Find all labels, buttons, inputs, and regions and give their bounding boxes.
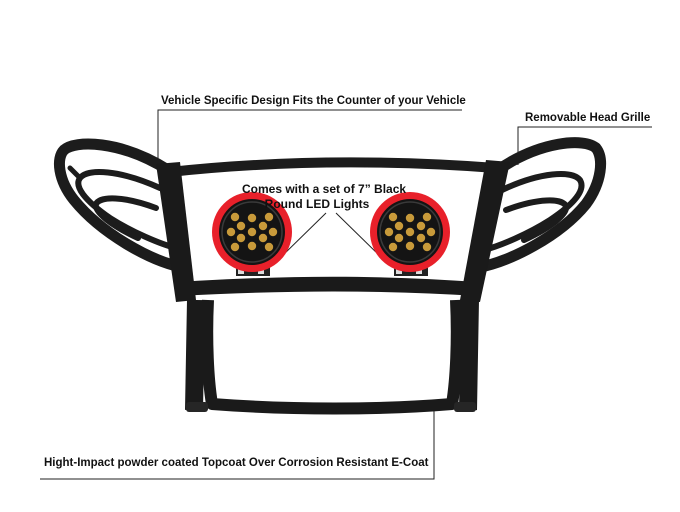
- led-chip: [264, 212, 274, 222]
- led-chips: [226, 212, 436, 252]
- led-chip: [388, 242, 398, 252]
- callout-led-lights-line1: Comes with a set of 7” Black: [242, 182, 407, 196]
- led-chip: [230, 242, 240, 252]
- top-crossbar: [165, 157, 501, 177]
- led-chip: [405, 213, 415, 223]
- led-chip: [230, 212, 240, 222]
- leader-coating: [40, 400, 435, 480]
- callout-coating: Hight-Impact powder coated Topcoat Over …: [44, 457, 429, 469]
- callout-led-lights: Comes with a set of 7” Black Round LED L…: [242, 182, 407, 212]
- led-chip: [226, 227, 236, 237]
- led-chip: [236, 221, 246, 231]
- led-chip: [422, 212, 432, 222]
- led-chip: [236, 233, 246, 243]
- led-chip: [384, 227, 394, 237]
- bottom-brackets: [186, 402, 476, 412]
- led-chip: [416, 233, 426, 243]
- upright-posts: [156, 160, 510, 302]
- right-upright: [460, 160, 510, 302]
- callout-vehicle-specific: Vehicle Specific Design Fits the Counter…: [161, 95, 466, 107]
- led-chip: [426, 227, 436, 237]
- led-chip: [247, 227, 257, 237]
- leader-vehicle-specific: [157, 109, 462, 168]
- led-chip: [247, 213, 257, 223]
- led-chip: [394, 233, 404, 243]
- led-chip: [405, 241, 415, 251]
- led-chip: [405, 227, 415, 237]
- led-chip: [258, 221, 268, 231]
- led-chip: [388, 212, 398, 222]
- left-wing-guard: [53, 138, 192, 274]
- led-chip: [264, 242, 274, 252]
- led-chip: [394, 221, 404, 231]
- led-chip: [422, 242, 432, 252]
- led-chip: [268, 227, 278, 237]
- callout-head-grille: Removable Head Grille: [525, 112, 651, 124]
- right-wing-guard: [470, 137, 607, 274]
- leader-lights-left: [279, 212, 327, 259]
- leader-lights-right: [335, 212, 383, 259]
- light-mount-bar: [178, 276, 478, 296]
- led-chip: [258, 233, 268, 243]
- lower-hoop: [185, 299, 479, 415]
- led-chip: [416, 221, 426, 231]
- left-upright: [156, 162, 196, 302]
- led-chip: [247, 241, 257, 251]
- callout-led-lights-line2: Round LED Lights: [264, 197, 370, 211]
